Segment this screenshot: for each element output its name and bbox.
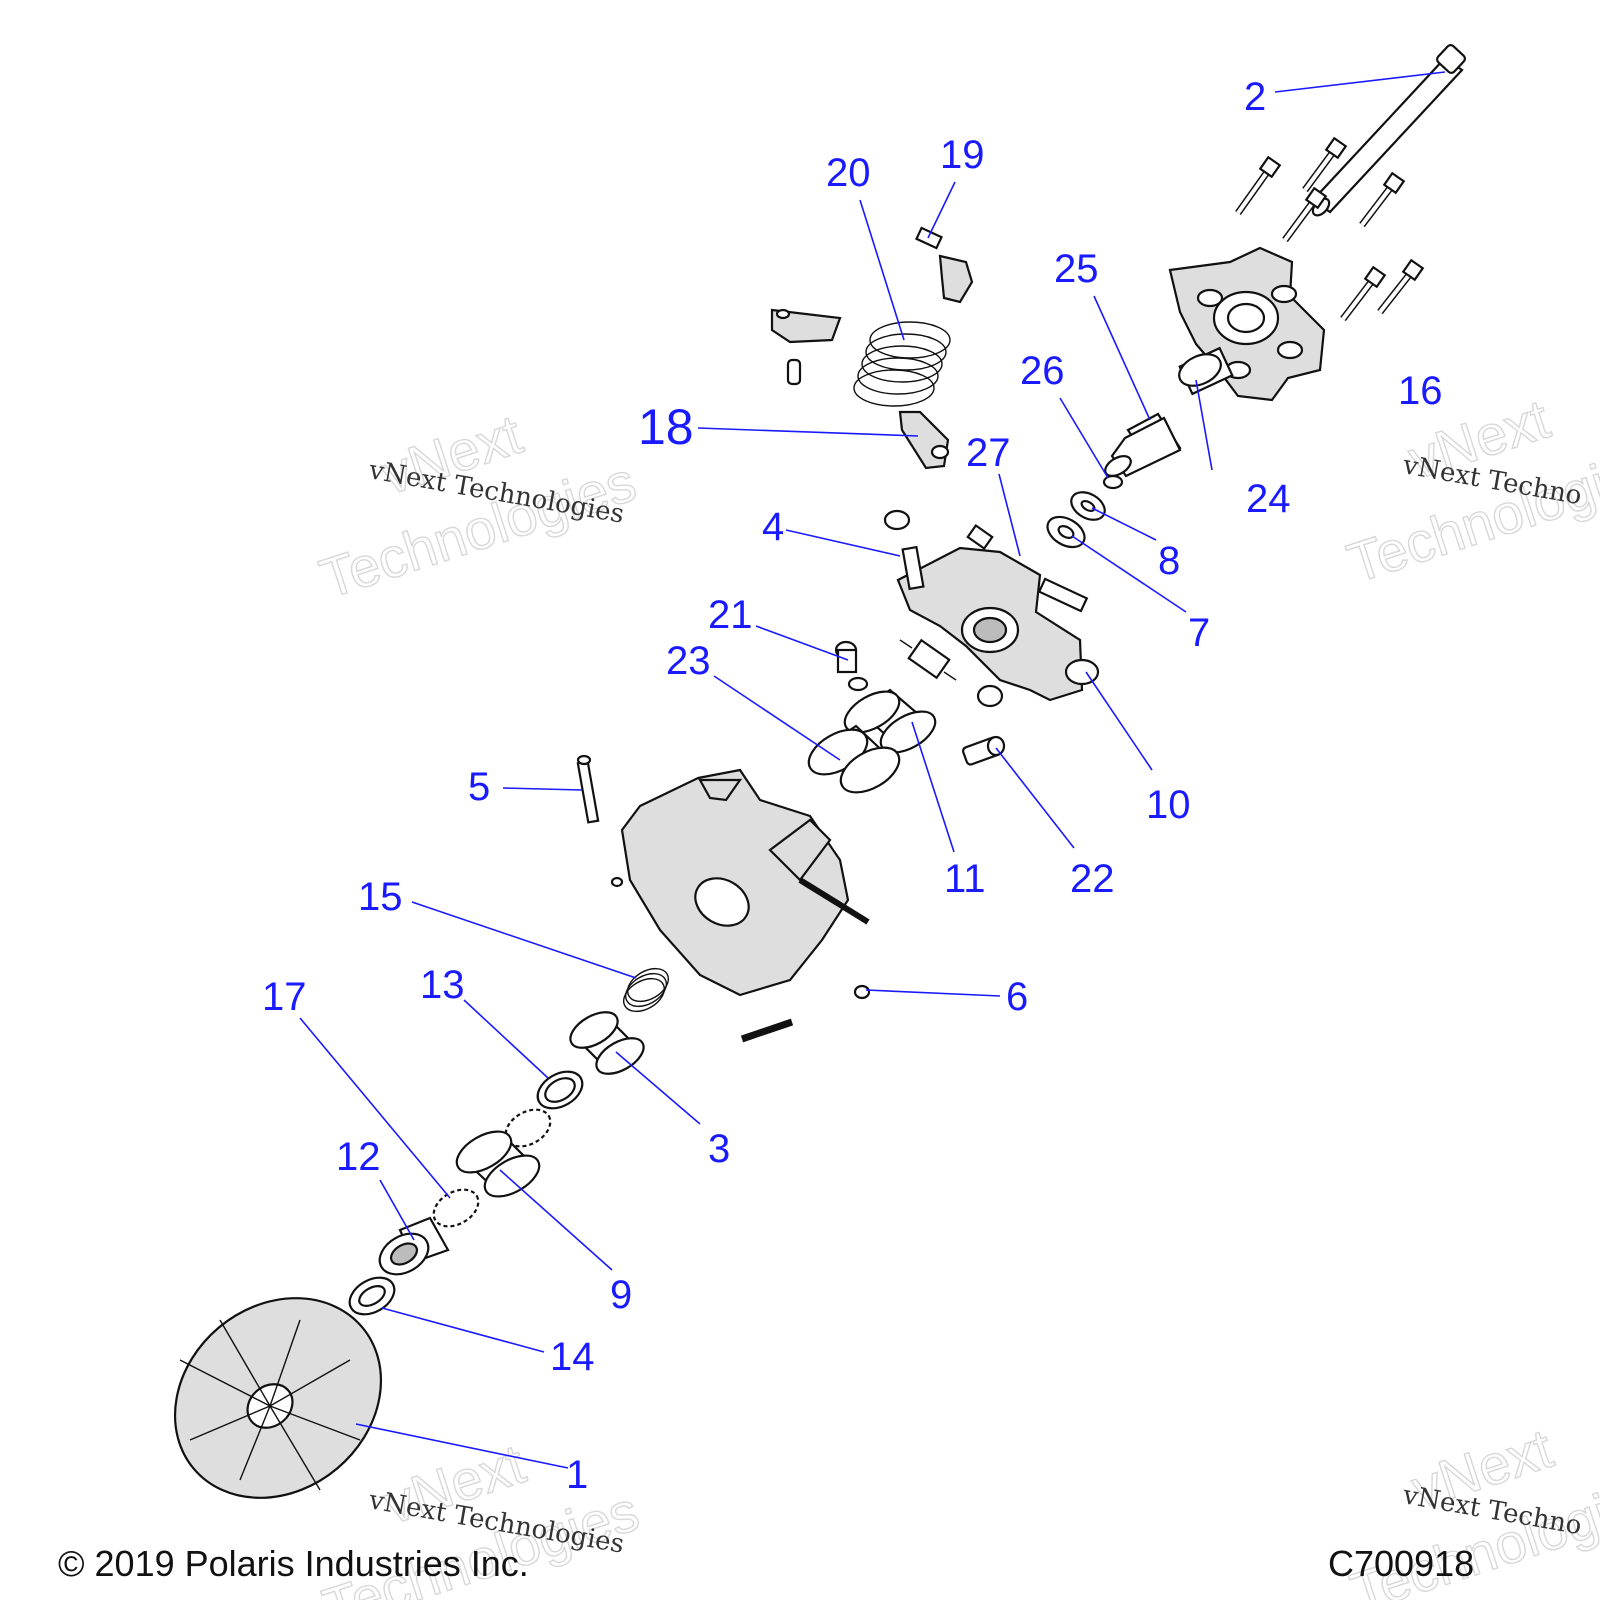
part-pin-4 (883, 509, 925, 591)
part-long-bolt (1311, 44, 1466, 217)
callout-12: 12 (336, 1135, 381, 1179)
part-spring-20 (853, 321, 951, 407)
callout-3: 3 (708, 1127, 730, 1171)
part-hub-27 (896, 523, 1100, 702)
callout-8: 8 (1158, 539, 1180, 583)
part-roller-cap (976, 684, 1004, 708)
part-pin-19 (915, 226, 974, 304)
callout-7: 7 (1188, 611, 1210, 655)
callout-1: 1 (566, 1453, 588, 1497)
part-ball-6 (853, 984, 871, 1000)
callout-20: 20 (826, 151, 871, 195)
part-spring-15 (623, 967, 669, 1013)
callout-23: 23 (666, 639, 711, 683)
part-bushing-12 (378, 1216, 450, 1276)
part-pin-lower (740, 1018, 794, 1043)
callout-13: 13 (420, 963, 465, 1007)
callout-24: 24 (1246, 477, 1291, 521)
callout-2: 2 (1244, 75, 1266, 119)
part-sleeve-9 (455, 1130, 541, 1198)
callout-18: 18 (638, 399, 694, 455)
callout-19: 19 (940, 133, 985, 177)
callout-14: 14 (550, 1335, 595, 1379)
callout-21: 21 (708, 593, 753, 637)
part-roller-center (899, 638, 957, 681)
part-ring-26 (1102, 474, 1124, 490)
callout-5: 5 (468, 765, 490, 809)
part-pin (786, 358, 802, 386)
part-weight-top (770, 308, 842, 344)
callout-11: 11 (944, 857, 986, 901)
callout-4: 4 (762, 505, 784, 549)
copyright-text: © 2019 Polaris Industries Inc. (58, 1543, 529, 1584)
callout-17: 17 (262, 975, 307, 1019)
part-weight-18 (898, 410, 950, 470)
part-small-bolts (1235, 136, 1425, 322)
callout-6: 6 (1006, 975, 1028, 1019)
part-sleeve-23 (807, 724, 901, 794)
callout-27: 27 (966, 431, 1011, 475)
part-sleeve-11 (843, 688, 937, 754)
callout-10: 10 (1146, 783, 1191, 827)
part-fixed-sheave (173, 1297, 383, 1499)
callout-25: 25 (1054, 247, 1099, 291)
callout-15: 15 (358, 875, 403, 919)
callout-26: 26 (1020, 349, 1065, 393)
part-movable-sheave (620, 768, 870, 997)
part-ball-small (610, 876, 624, 888)
leader-lines (299, 71, 1446, 1469)
figure-code: C700918 (1328, 1543, 1474, 1584)
part-bushing-24 (1178, 346, 1234, 396)
callout-9: 9 (610, 1273, 632, 1317)
part-cylinder-25 (1104, 412, 1182, 478)
part-ring-17 (432, 1188, 480, 1228)
part-washer-7 (1046, 515, 1086, 549)
part-ring-13 (536, 1070, 584, 1110)
part-washer-8 (1070, 491, 1106, 521)
callout-16: 16 (1398, 369, 1443, 413)
part-fitting-21 (834, 640, 869, 692)
callout-numbers: 2 19 20 25 26 16 18 27 24 4 8 21 7 23 5 … (262, 75, 1443, 1497)
part-ring-14 (348, 1276, 396, 1316)
callout-22: 22 (1070, 857, 1115, 901)
part-pin-5 (576, 754, 600, 824)
part-roller-22 (962, 735, 1006, 766)
part-spider-plate (1168, 246, 1326, 402)
